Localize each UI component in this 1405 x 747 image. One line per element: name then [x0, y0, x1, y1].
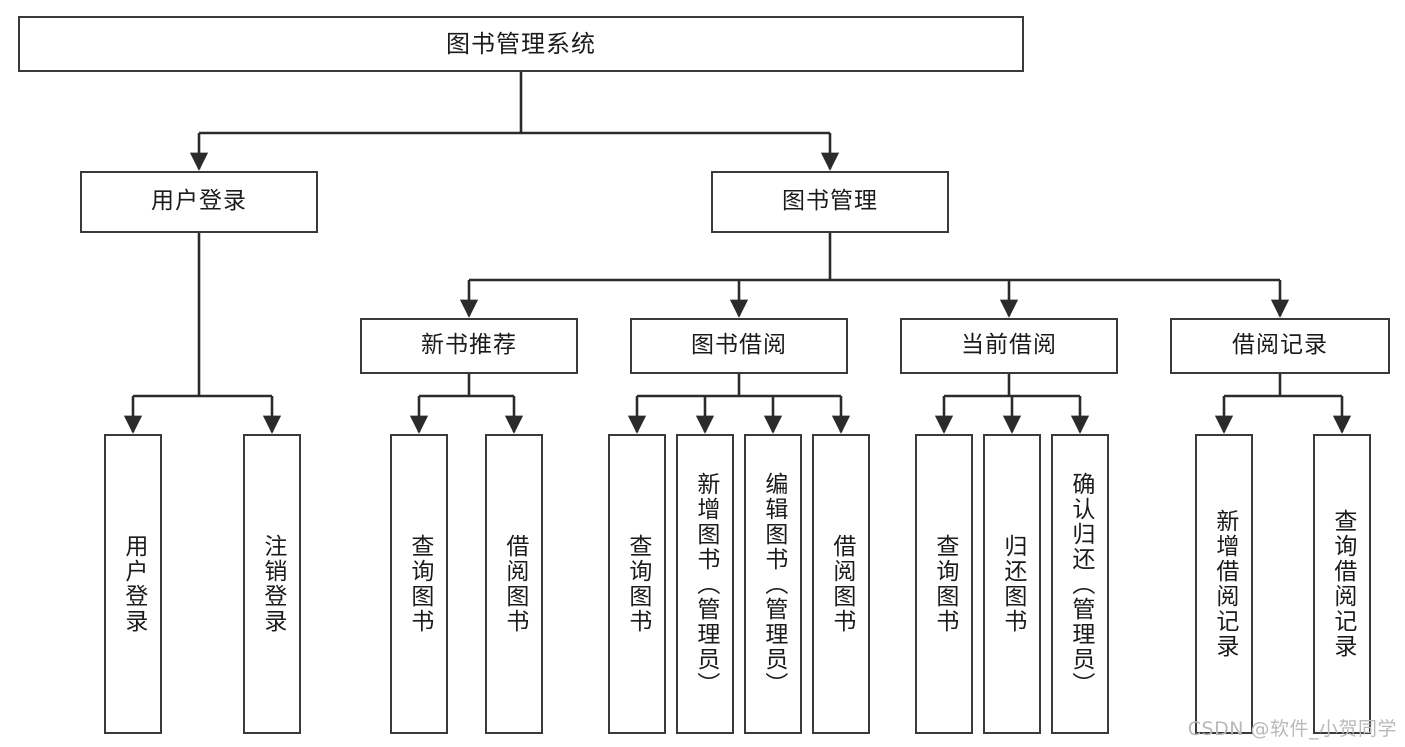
node-label: 借阅记录: [1232, 332, 1328, 359]
node-records[interactable]: 借阅记录: [1170, 318, 1390, 374]
node-leaf-cu-q[interactable]: 查询图书: [915, 434, 973, 734]
node-leaf-re-add[interactable]: 新增借阅记录: [1195, 434, 1253, 734]
node-leaf-cu-r[interactable]: 归还图书: [983, 434, 1041, 734]
node-label: 图书管理: [782, 188, 878, 215]
node-label: 新书推荐: [421, 332, 517, 359]
node-bookmgmt[interactable]: 图书管理: [711, 171, 949, 233]
node-label: 当前借阅: [961, 332, 1057, 359]
watermark-text: CSDN @软件_小贺同学: [1187, 718, 1397, 740]
node-leaf-login[interactable]: 用户登录: [104, 434, 162, 734]
node-label: 查询图书: [624, 534, 651, 634]
node-leaf-bo-q[interactable]: 查询图书: [608, 434, 666, 734]
node-label: 归还图书: [999, 534, 1026, 634]
node-current[interactable]: 当前借阅: [900, 318, 1118, 374]
node-label: 用户登录: [151, 188, 247, 215]
node-label: 用户登录: [120, 534, 147, 634]
node-leaf-logout[interactable]: 注销登录: [243, 434, 301, 734]
node-label: 图书借阅: [691, 332, 787, 359]
node-label: 借阅图书: [828, 534, 855, 634]
node-leaf-bo-add[interactable]: 新增图书（管理员）: [676, 434, 734, 734]
node-leaf-bo-b[interactable]: 借阅图书: [812, 434, 870, 734]
node-leaf-re-q[interactable]: 查询借阅记录: [1313, 434, 1371, 734]
node-label: 查询借阅记录: [1329, 509, 1356, 659]
node-root[interactable]: 图书管理系统: [18, 16, 1024, 72]
node-newbook[interactable]: 新书推荐: [360, 318, 578, 374]
node-label: 注销登录: [259, 534, 286, 634]
node-label: 查询图书: [406, 534, 433, 634]
node-leaf-nb-q[interactable]: 查询图书: [390, 434, 448, 734]
node-label: 确认归还（管理员）: [1067, 471, 1094, 697]
node-label: 新增借阅记录: [1211, 509, 1238, 659]
node-label: 新增图书（管理员）: [692, 471, 719, 697]
node-borrow[interactable]: 图书借阅: [630, 318, 848, 374]
node-label: 图书管理系统: [446, 29, 596, 58]
node-label: 编辑图书（管理员）: [760, 471, 787, 697]
node-label: 借阅图书: [501, 534, 528, 634]
node-login[interactable]: 用户登录: [80, 171, 318, 233]
node-leaf-cu-c[interactable]: 确认归还（管理员）: [1051, 434, 1109, 734]
node-leaf-bo-ed[interactable]: 编辑图书（管理员）: [744, 434, 802, 734]
node-label: 查询图书: [931, 534, 958, 634]
node-leaf-nb-b[interactable]: 借阅图书: [485, 434, 543, 734]
